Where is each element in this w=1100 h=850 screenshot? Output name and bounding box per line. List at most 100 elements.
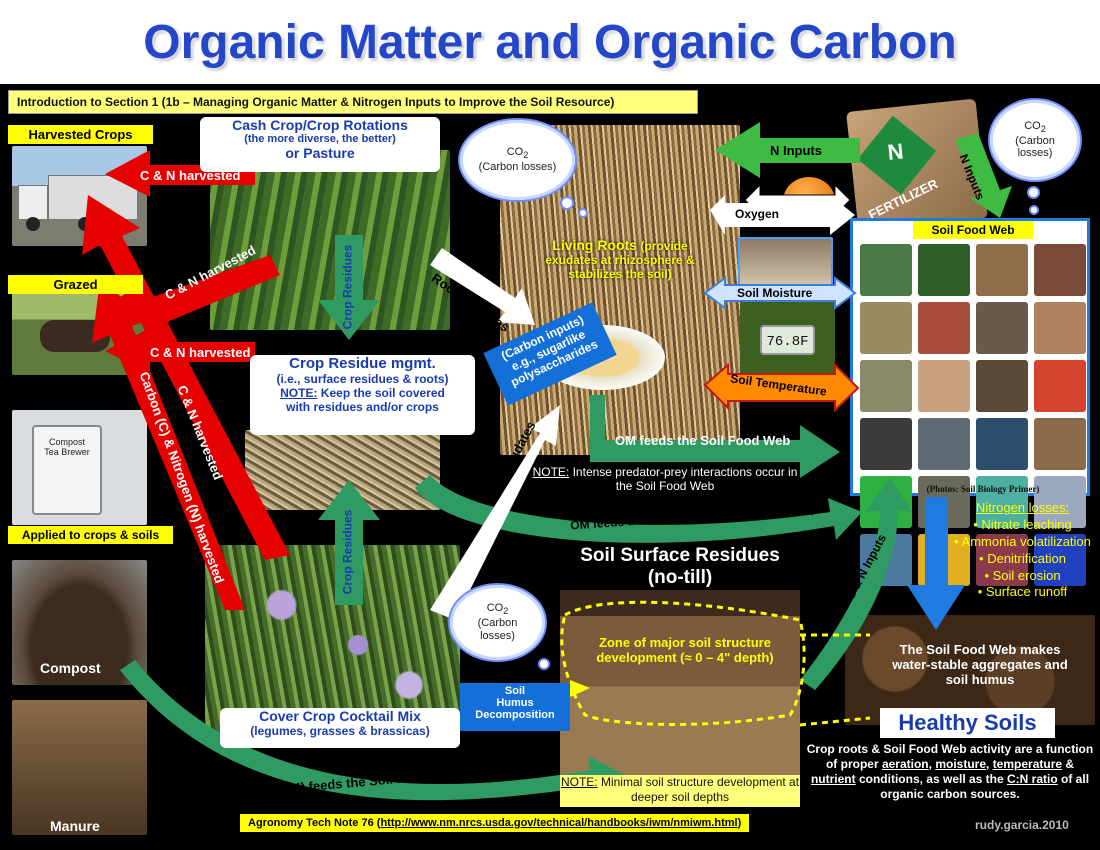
applied-label: Applied to crops & soils	[8, 526, 173, 544]
co2-sub: 2	[523, 150, 529, 161]
green-arrow-n-inputs	[715, 122, 860, 178]
minimal-note-label: NOTE:	[560, 775, 598, 789]
co2-cloud-bottom: CO2 (Carbon losses)	[450, 585, 545, 660]
green-arrow-om-feeds	[590, 395, 840, 478]
compost-label: Compost	[40, 660, 101, 676]
organism-photo	[1034, 302, 1086, 354]
cloud-bubble	[538, 658, 550, 670]
sfw-aggregates-text: The Soil Food Web makes water-stable agg…	[892, 642, 1068, 687]
brewer-label-line1: Compost	[48, 437, 85, 447]
carbon-text: (Carbon	[477, 617, 518, 630]
soil-moisture-photo	[738, 237, 833, 287]
cloud-bubble	[1027, 186, 1040, 199]
crop-residue-subtitle: (i.e., surface residues & roots)	[276, 372, 449, 386]
organism-photo	[976, 534, 1028, 586]
page-title: Organic Matter and Organic Carbon	[143, 15, 957, 69]
co2-text: CO	[506, 146, 524, 159]
organism-photo	[918, 302, 970, 354]
soil-surface-line2: (no-till)	[647, 567, 713, 588]
cover-crop-box: Cover Crop Cocktail Mix (legumes, grasse…	[220, 708, 460, 748]
organism-photo	[918, 244, 970, 296]
nitrogen-losses-list: Nitrogen losses: • Nitrate leaching • Am…	[950, 500, 1095, 601]
organism-photo	[1034, 418, 1086, 470]
humus-line2: Humus	[496, 697, 534, 709]
organism-photo	[976, 476, 1028, 528]
label-crop-residues-bottom: Crop Residues	[340, 509, 355, 595]
compost-photo	[12, 560, 147, 685]
green-arrow-crop-residues-up	[318, 480, 380, 605]
minimal-note: NOTE: Minimal soil structure development…	[560, 775, 800, 807]
label-crop-residues-top: Crop Residues	[340, 244, 355, 330]
organism-photo	[918, 418, 970, 470]
humus-line3: Decomposition	[475, 709, 555, 721]
footer-suffix: )	[737, 817, 742, 829]
humus-arrow	[570, 680, 590, 697]
nitrogen-loss-item: • Nitrate leaching	[973, 516, 1072, 532]
cash-crop-title: Cash Crop/Crop Rotations	[232, 117, 408, 133]
organism-photo	[976, 360, 1028, 412]
green-arrow-n-inputs-down	[955, 133, 1012, 218]
cash-crop-pasture: or Pasture	[285, 145, 355, 161]
crop-residue-note-text: Keep the soil covered	[317, 386, 445, 400]
organism-photo	[1034, 534, 1086, 586]
red-arrow-harvested	[105, 150, 255, 197]
cloud-bubble	[578, 208, 588, 218]
crop-residue-title: Crop Residue mgmt.	[289, 355, 436, 372]
co2-sub: 2	[1040, 124, 1046, 135]
orange-arrow-soil-temperature	[703, 362, 860, 413]
soil-food-web-title: Soil Food Web	[913, 221, 1033, 239]
label-oxygen: Oxygen	[735, 207, 780, 221]
healthy-soil-photo	[845, 615, 1095, 725]
desc-part: &	[1062, 757, 1075, 771]
desc-part: of all organic carbon sources.	[880, 772, 1090, 801]
healthy-soils-title: Healthy Soils	[880, 708, 1055, 738]
organism-photo	[918, 360, 970, 412]
organism-photo	[1034, 360, 1086, 412]
minimal-note-text: Minimal soil structure development at de…	[597, 775, 800, 804]
co2-text: CO	[486, 602, 504, 615]
carbon-text: (Carbon	[1015, 134, 1055, 147]
thermometer-display: 76.8F	[760, 325, 815, 355]
green-arrow-om-feeds-cn	[415, 475, 862, 543]
blue-arrow-soil-moisture	[703, 276, 857, 310]
humus-box: Soil Humus Decomposition	[460, 683, 570, 731]
crop-residue-line4: with residues and/or crops	[286, 400, 439, 414]
zone-text: Zone of major soil structure development…	[596, 635, 774, 665]
desc-temperature: temperature	[992, 757, 1063, 771]
grazed-label: Grazed	[8, 275, 143, 294]
harvested-crops-label: Harvested Crops	[8, 125, 153, 144]
nitrogen-loss-item: • Surface runoff	[977, 584, 1068, 600]
carbon-losses-text: (Carbon losses)	[478, 161, 557, 174]
footer-link[interactable]: http://www.nm.nrcs.usda.gov/technical/ha…	[380, 817, 738, 829]
manure-label: Manure	[50, 818, 100, 834]
cover-crop-subtitle: (legumes, grasses & brassicas)	[250, 724, 430, 738]
white-arrow-root-exudates-2	[430, 405, 560, 620]
losses-text: losses)	[1017, 147, 1053, 160]
organism-photo	[860, 302, 912, 354]
cloud-bubble	[1029, 205, 1039, 215]
living-roots-text: Living Roots (provide exudates at rhizos…	[530, 237, 710, 281]
organism-photo	[1034, 476, 1086, 528]
co2-cloud-top: CO2 (Carbon losses)	[460, 120, 575, 200]
organism-photo	[976, 418, 1028, 470]
healthy-soils-desc: Crop roots & Soil Food Web activity are …	[805, 742, 1095, 802]
photo-credit: (Photos: Soil Biology Primer)	[926, 484, 1040, 494]
soil-surface-title: Soil Surface Residues (no-till)	[540, 545, 820, 589]
co2-cloud-right: CO2 (Carbon losses)	[990, 100, 1080, 180]
soil-surface-line1: Soil Surface Residues	[580, 545, 780, 566]
green-arrow-organic-matter	[120, 660, 625, 801]
white-arrow-root-exudates-1	[430, 248, 535, 325]
co2-text: CO	[1024, 119, 1041, 132]
signature: rudy.garcia.2010	[975, 818, 1069, 832]
green-arrow-cn-inputs	[800, 478, 912, 690]
desc-part: Crop roots & Soil Food Web activity are …	[806, 742, 1094, 771]
red-arrow-carbon-nitrogen	[92, 280, 245, 610]
label-cn-harvested-mid: C & N harvested	[150, 345, 251, 360]
nitrogen-loss-item: • Ammonia volatilization	[954, 533, 1091, 549]
organism-photo	[976, 244, 1028, 296]
organism-photo	[860, 244, 912, 296]
desc-moisture: moisture	[935, 757, 986, 771]
blue-arrow-down	[907, 497, 965, 630]
label-soil-moisture: Soil Moisture	[737, 286, 813, 300]
nitrogen-losses-title: Nitrogen losses:	[975, 500, 1070, 515]
